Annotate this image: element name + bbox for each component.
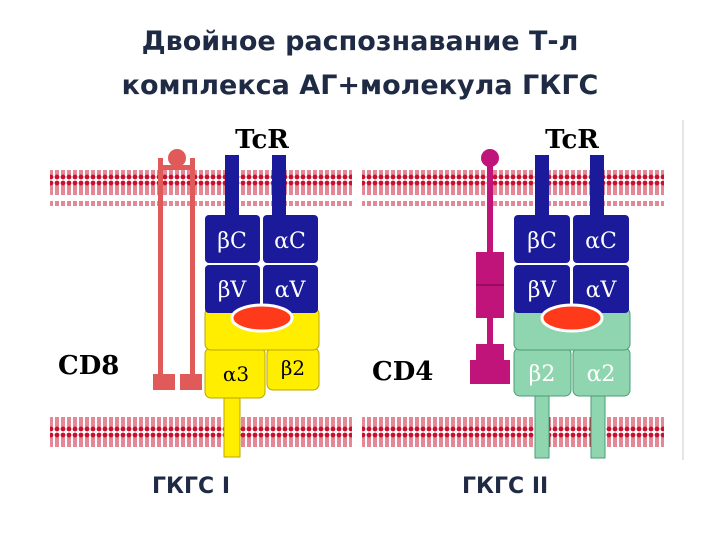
- tcr-alpha-v-label: αV: [586, 278, 618, 303]
- tcr-alpha-c-domain: [263, 215, 318, 263]
- tcr-alpha-v-domain: [573, 265, 629, 313]
- tcr-alpha-c-label: αC: [585, 229, 617, 254]
- tcr-stalk-alpha: [272, 155, 286, 220]
- tcr-label: TcR: [545, 125, 599, 155]
- right-panel: TcR βC αC βV αV β2 α2 CD4: [362, 125, 664, 459]
- mhc1-alpha3-label: α3: [223, 362, 249, 386]
- t-cell-membrane: [362, 170, 664, 206]
- antigen-peptide: [540, 303, 604, 333]
- mhc2-beta2-label: β2: [529, 362, 556, 387]
- antigen-peptide: [230, 303, 294, 333]
- mhc2-alpha2-label: α2: [587, 362, 616, 387]
- tcr-stalk-beta: [225, 155, 239, 220]
- mhc2-caption: ГКГС II: [462, 474, 549, 499]
- tcr-beta-v-label: βV: [528, 278, 558, 303]
- mhc2-stalk-alpha: [590, 391, 606, 459]
- title-line-2: комплекса АГ+молекула ГКГС: [121, 70, 599, 101]
- cd4-label: CD4: [372, 357, 433, 387]
- tcr-beta-c-domain: [205, 215, 260, 263]
- tcr-alpha-c-domain: [573, 215, 629, 263]
- panel-edge: [682, 120, 684, 460]
- title-line-1: Двойное распознавание Т-л: [141, 26, 579, 57]
- tcr-beta-v-domain: [514, 265, 570, 313]
- cd4-molecule: [470, 149, 510, 384]
- tcr-stalk-alpha: [590, 155, 604, 220]
- t-cell-membrane: [50, 170, 352, 206]
- tcr-stalk-beta: [535, 155, 549, 220]
- cd8-molecule: [153, 149, 202, 390]
- tcr-beta-v-label: βV: [218, 278, 248, 303]
- tcr-beta-v-domain: [205, 265, 260, 313]
- apc-membrane: [50, 412, 352, 448]
- apc-membrane: [362, 412, 664, 448]
- mhc1-stalk: [223, 394, 241, 458]
- mhc1-beta2-label: β2: [281, 356, 305, 380]
- tcr-alpha-v-domain: [263, 265, 318, 313]
- tcr-alpha-c-label: αC: [274, 229, 306, 254]
- tcr-alpha-v-label: αV: [275, 278, 307, 303]
- mhc2-stalk-beta: [534, 391, 550, 459]
- tcr-beta-c-domain: [514, 215, 570, 263]
- left-panel: TcR βC αC βV αV α3 β2 CD8: [50, 125, 352, 458]
- tcr-label: TcR: [235, 125, 289, 155]
- tcr-beta-c-label: βC: [527, 229, 557, 254]
- tcr-beta-c-label: βC: [217, 229, 247, 254]
- cd8-label: CD8: [58, 351, 119, 381]
- mhc1-caption: ГКГС I: [152, 474, 231, 499]
